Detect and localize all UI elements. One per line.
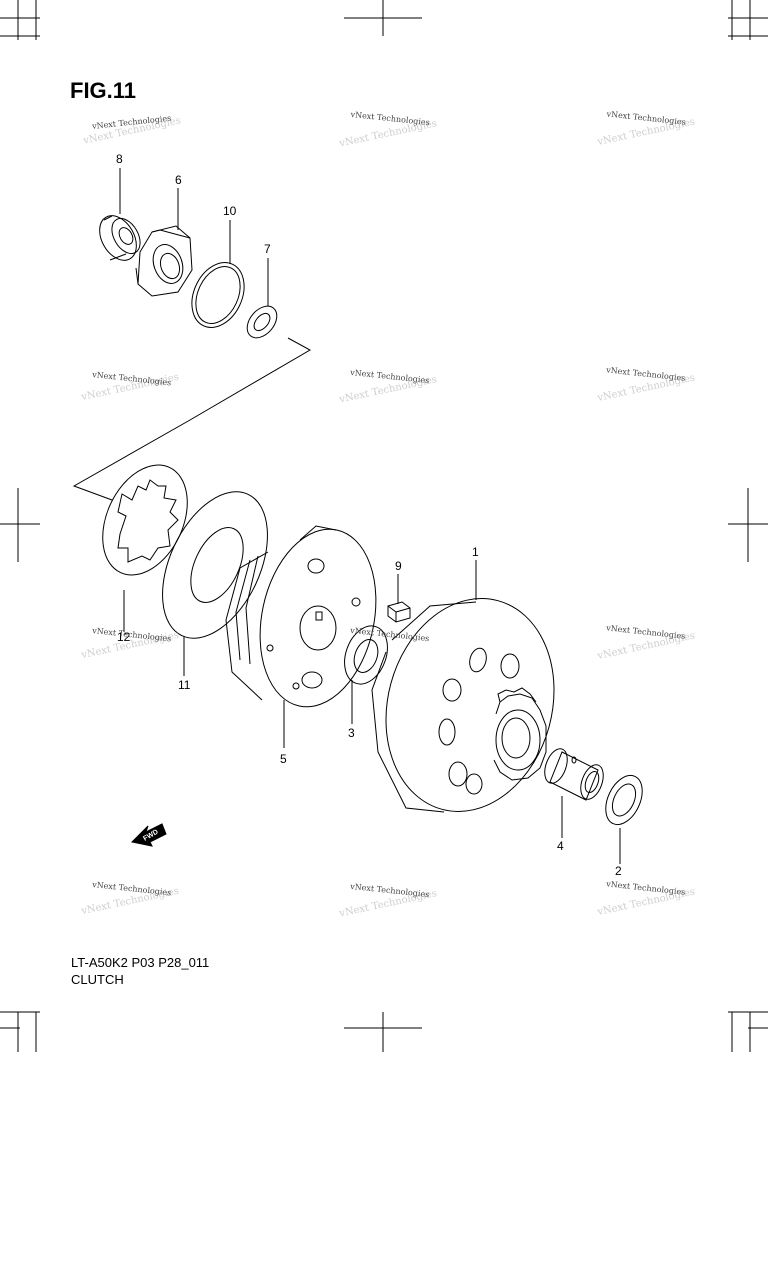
callout-5: 5 xyxy=(280,752,287,766)
figure-code: LT-A50K2 P03 P28_011 xyxy=(71,955,210,970)
watermark: vNext Technologies xyxy=(349,368,430,385)
figure-name: CLUTCH xyxy=(71,972,124,987)
part-1-clutch-housing xyxy=(371,598,555,813)
callout-4: 4 xyxy=(557,839,564,853)
watermark: vNext Technologies xyxy=(605,879,686,896)
part-6-nut xyxy=(135,225,193,297)
callout-1: 1 xyxy=(472,545,479,559)
part-3-washer xyxy=(344,625,388,685)
part-11-plate xyxy=(162,491,268,639)
part-8-bearing xyxy=(99,215,141,261)
watermark: vNext Technologies xyxy=(605,365,686,382)
assembly-guide-line xyxy=(72,337,312,501)
watermark: vNext Technologies xyxy=(349,626,430,643)
part-4-spacer xyxy=(544,748,604,801)
leader-lines xyxy=(119,168,621,864)
watermark: vNext Technologies xyxy=(605,623,686,640)
callout-12: 12 xyxy=(117,630,131,644)
crop-marks xyxy=(0,0,768,1052)
callout-8: 8 xyxy=(116,152,123,166)
callout-11: 11 xyxy=(178,678,191,692)
callout-3: 3 xyxy=(348,726,355,740)
part-12-lock-washer xyxy=(102,464,188,576)
part-10-o-ring xyxy=(191,262,245,328)
callout-9: 9 xyxy=(395,559,402,573)
part-9-key xyxy=(387,601,411,623)
callout-6: 6 xyxy=(175,173,182,187)
watermark: vNext Technologies xyxy=(349,110,430,127)
watermark: vNext Technologies xyxy=(349,882,430,899)
part-5-shoe-assembly xyxy=(225,525,377,708)
part-7-washer xyxy=(246,305,278,339)
watermark: vNext Technologies xyxy=(605,109,686,126)
figure-title: FIG.11 xyxy=(70,78,137,103)
callout-10: 10 xyxy=(223,204,237,218)
callout-2: 2 xyxy=(615,864,622,878)
callout-7: 7 xyxy=(264,242,271,256)
part-2-washer xyxy=(605,774,643,826)
fwd-direction-marker xyxy=(130,823,167,847)
